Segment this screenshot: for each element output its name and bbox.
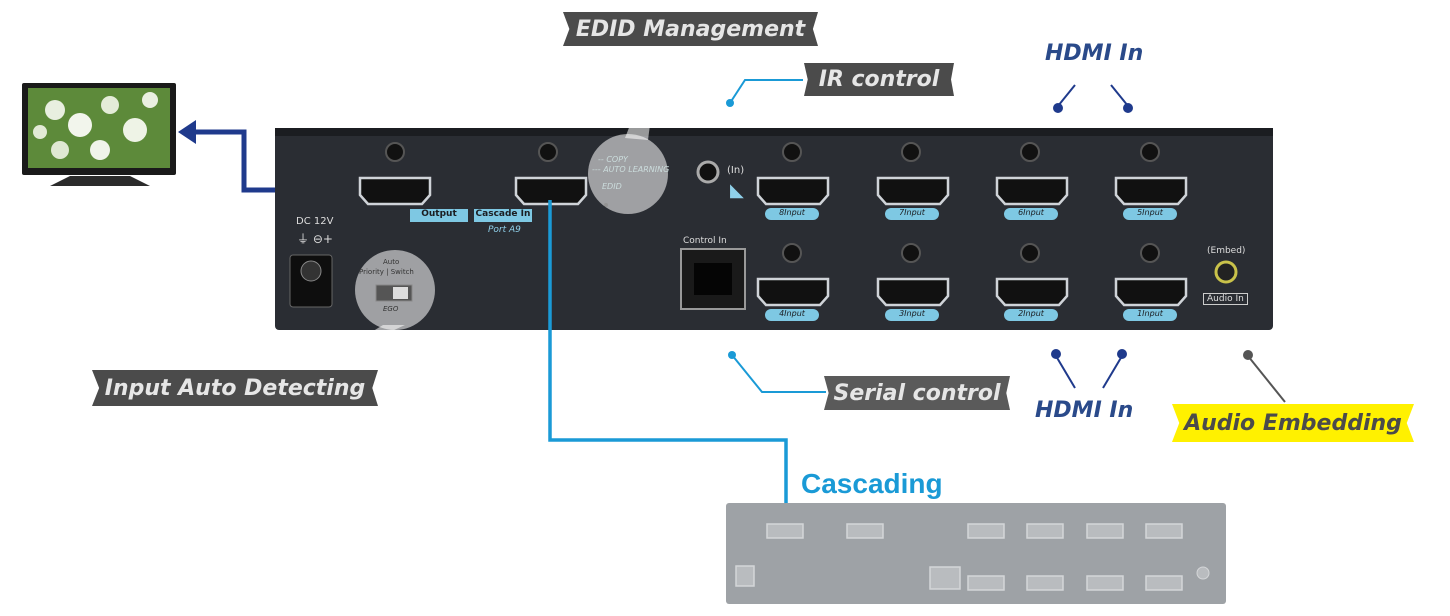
- embed-label: (Embed): [1207, 246, 1246, 256]
- port-a9-label: Port A9: [488, 225, 521, 235]
- input-tag-6: 6Input: [1004, 208, 1058, 220]
- switcher-panel: [275, 128, 1273, 330]
- edid-button-label: EDID: [602, 182, 622, 191]
- ir-control-label: IR control: [804, 63, 954, 96]
- copy-label: -- COPY: [598, 155, 628, 164]
- input-tag-3: 3Input: [885, 309, 939, 321]
- priority-switch-label: Priority | Switch: [359, 268, 414, 276]
- audio-in-label: Audio In: [1203, 293, 1248, 305]
- ir-in-label: (In): [727, 165, 745, 176]
- auto-label: Auto: [383, 258, 400, 266]
- input-auto-detecting-label: Input Auto Detecting: [92, 370, 378, 406]
- serial-control-label: Serial control: [824, 376, 1010, 410]
- cascaded-unit: [726, 503, 1226, 604]
- input-tag-8: 8Input: [765, 208, 819, 220]
- auto-learning-label: --- AUTO LEARNING: [592, 165, 670, 174]
- edid-management-label: EDID Management: [563, 12, 818, 46]
- input-tag-7: 7Input: [885, 208, 939, 220]
- input-tag-5: 5Input: [1123, 208, 1177, 220]
- ir-sensor-icon: ◣: [730, 180, 744, 201]
- hdmi-in-top-label: HDMI In: [1045, 41, 1144, 66]
- edid-bubble: [588, 134, 668, 214]
- input-tag-2: 2Input: [1004, 309, 1058, 321]
- dc-label: DC 12V: [296, 216, 334, 227]
- output-tag: Output: [410, 209, 468, 222]
- input-tag-4: 4Input: [765, 309, 819, 321]
- ground-icon: ⏚ ⊖+: [297, 232, 333, 246]
- tv-icon: [22, 83, 176, 186]
- input-tag-1: 1Input: [1123, 309, 1177, 321]
- audio-embedding-label: Audio Embedding: [1172, 404, 1414, 442]
- ego-label: EGO: [383, 305, 399, 313]
- control-in-label: Control In: [683, 236, 727, 246]
- cascade-line: [548, 200, 788, 522]
- cascade-in-tag: Cascade In: [474, 209, 532, 222]
- hdmi-in-bottom-label: HDMI In: [1035, 398, 1134, 423]
- cascading-label: Cascading: [801, 468, 943, 499]
